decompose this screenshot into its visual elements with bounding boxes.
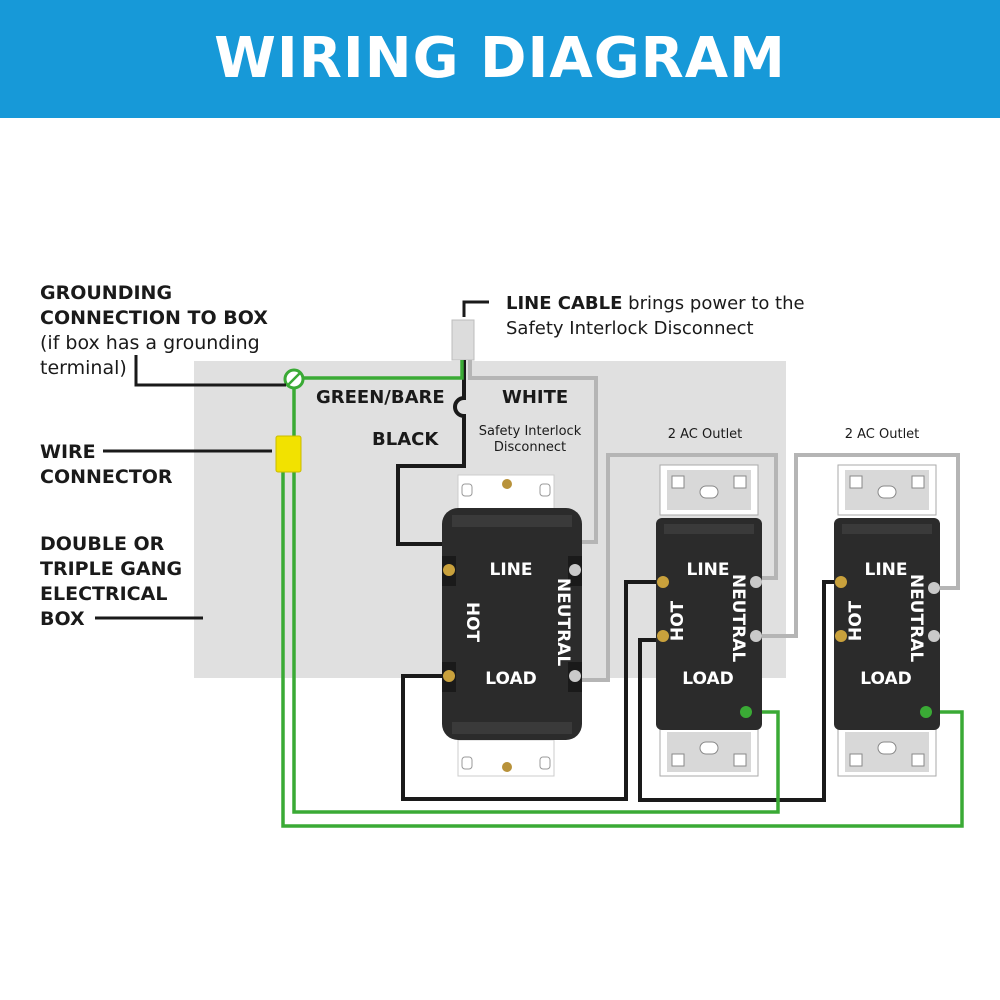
white-label: WHITE: [502, 387, 568, 408]
outlet-1-line-label: LINE: [687, 560, 730, 580]
line-cable-callout-line2: Safety Interlock Disconnect: [506, 318, 754, 339]
safety-interlock-disconnect: [442, 474, 582, 777]
grounding-callout-line4: terminal): [40, 357, 127, 379]
box-callout-line1: DOUBLE OR: [40, 533, 165, 555]
disconnect-title-line2: Disconnect: [494, 440, 566, 455]
box-callout-line4: BOX: [40, 608, 85, 630]
line-cable-rest: brings power to the: [622, 293, 804, 314]
outlet-2-line-label: LINE: [865, 560, 908, 580]
outlet-1-title: 2 AC Outlet: [668, 427, 743, 442]
disconnect-line-label: LINE: [490, 560, 533, 580]
grounding-callout-line3: (if box has a grounding: [40, 332, 260, 354]
line-cable-bold: LINE CABLE: [506, 293, 622, 314]
outlet-1: [656, 464, 762, 777]
page-title: WIRING DIAGRAM: [214, 26, 786, 91]
disconnect-hot-label: HOT: [462, 602, 482, 643]
grounding-callout-line2: CONNECTION TO BOX: [40, 307, 268, 329]
outlet-1-neutral-label: NEUTRAL: [728, 574, 748, 662]
wire-connector-callout-line1: WIRE: [40, 441, 96, 463]
outlet-2-neutral-label: NEUTRAL: [906, 574, 926, 662]
line-cable-callout: LINE CABLE brings power to the: [506, 293, 805, 314]
wire-connector-callout-line2: CONNECTOR: [40, 466, 173, 488]
callout-leaders: [95, 300, 489, 620]
neutral-wires: [468, 360, 960, 682]
line-cable: [451, 319, 475, 361]
outlet-2-hot-label: HOT: [846, 600, 866, 641]
outlet-1-hot-label: HOT: [668, 600, 688, 641]
black-label: BLACK: [372, 429, 439, 450]
hot-wires: [396, 360, 838, 802]
disconnect-neutral-label: NEUTRAL: [553, 578, 573, 666]
wire-connector-icon: [275, 435, 302, 473]
box-callout-line3: ELECTRICAL: [40, 583, 167, 605]
outlet-2: [834, 464, 940, 777]
green-bare-label: GREEN/BARE: [316, 387, 445, 408]
outlet-2-load-label: LOAD: [860, 669, 912, 689]
disconnect-title-line1: Safety Interlock: [479, 424, 582, 439]
outlet-1-load-label: LOAD: [682, 669, 734, 689]
grounding-screw-icon: [283, 368, 305, 390]
grounding-callout-line1: GROUNDING: [40, 282, 172, 304]
box-callout-line2: TRIPLE GANG: [40, 558, 182, 580]
header-banner: WIRING DIAGRAM: [0, 0, 1000, 118]
ground-wires: [281, 360, 964, 828]
disconnect-load-label: LOAD: [485, 669, 537, 689]
outlet-2-title: 2 AC Outlet: [845, 427, 920, 442]
